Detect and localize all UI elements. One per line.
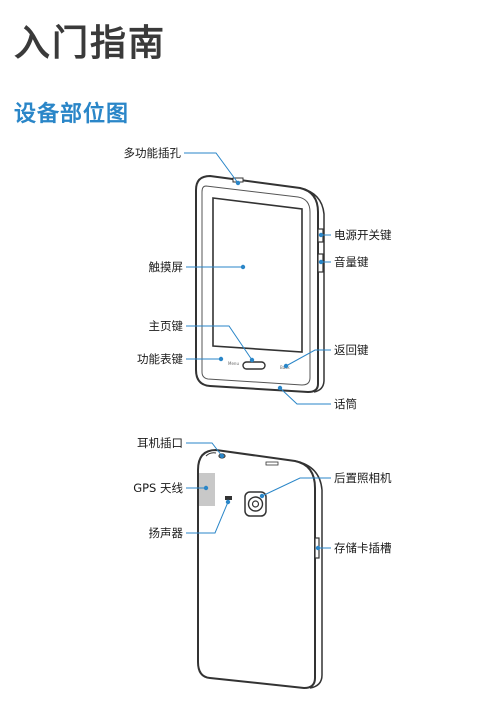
label-microphone: 话筒 — [334, 397, 357, 411]
back-leader-dots — [203, 453, 321, 551]
front-leader-dots — [218, 180, 324, 391]
label-multipurpose-jack: 多功能插孔 — [123, 146, 182, 160]
back-leader-lines — [186, 442, 331, 549]
label-home-key: 主页键 — [148, 319, 184, 333]
front-device-illustration: Menu Back — [195, 174, 325, 394]
touch-screen-area — [212, 197, 303, 353]
label-gps-antenna: GPS 天线 — [133, 481, 183, 495]
label-volume-key: 音量键 — [334, 255, 369, 269]
label-rear-camera: 后置照相机 — [334, 471, 392, 485]
label-power-key: 电源开关键 — [334, 228, 392, 242]
label-menu-key: 功能表键 — [137, 352, 183, 366]
section-title: 设备部位图 — [14, 102, 130, 127]
front-side-edge — [299, 187, 325, 393]
rear-camera-lens-inner — [251, 500, 260, 508]
label-speaker: 扬声器 — [148, 526, 184, 540]
back-device-illustration — [197, 448, 323, 690]
label-memory-card-slot: 存储卡插槽 — [334, 541, 392, 555]
label-headset-jack: 耳机插口 — [137, 436, 183, 450]
back-top-edge — [205, 452, 217, 457]
menu-key-marker: Menu — [228, 361, 239, 366]
chapter-title: 入门指南 — [14, 23, 167, 64]
front-inner-bezel — [201, 185, 311, 386]
home-key-shape — [242, 361, 266, 370]
front-leader-lines — [184, 152, 331, 405]
back-side-edge — [294, 460, 323, 689]
back-top-slot — [265, 461, 279, 466]
label-back-key: 返回键 — [334, 343, 369, 357]
back-outer-shell — [197, 448, 316, 690]
speaker-grille — [225, 496, 232, 500]
label-touch-screen: 触摸屏 — [148, 260, 184, 274]
